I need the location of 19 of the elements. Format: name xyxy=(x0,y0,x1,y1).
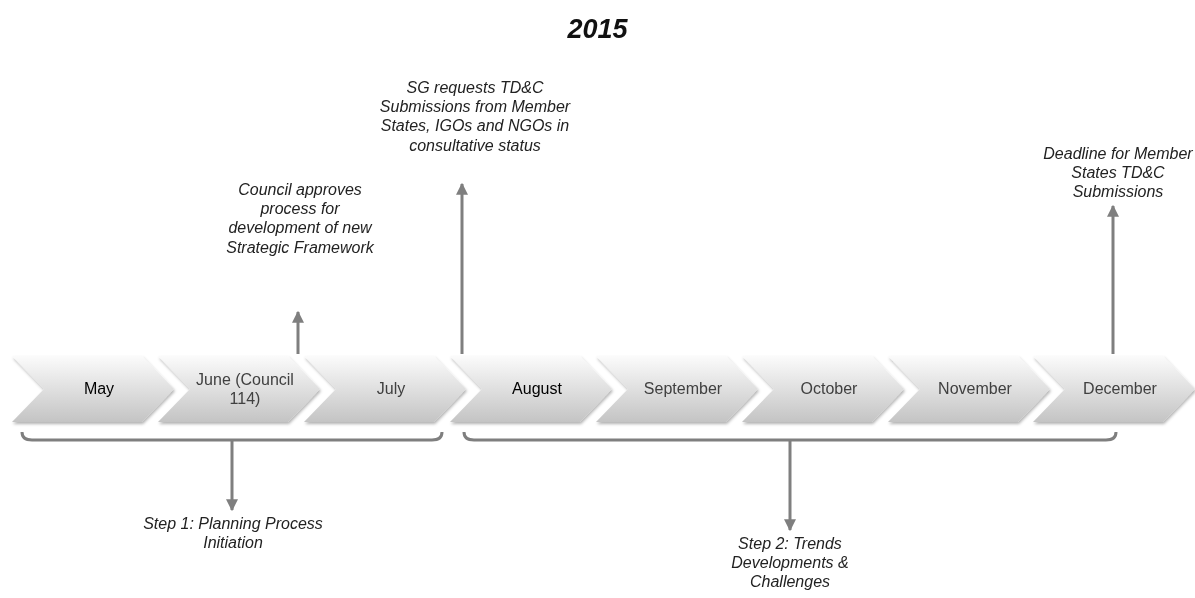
month-label: October xyxy=(800,379,858,399)
arrow xyxy=(1107,204,1119,354)
month-label: August xyxy=(512,379,562,399)
arrow xyxy=(456,182,468,354)
annotation-text: Step 1: Planning Process Initiation xyxy=(142,514,324,553)
month-label: June (Council 114) xyxy=(195,369,295,409)
arrow xyxy=(226,441,238,512)
month-label: December xyxy=(1083,379,1157,399)
arrow xyxy=(292,310,304,354)
month-label: September xyxy=(643,379,723,399)
arrow xyxy=(784,441,796,532)
annotation-text: SG requests TD&C Submissions from Member States, IGOs and NGOs in consultative status xyxy=(378,78,572,155)
diagram-title: 2015 xyxy=(566,14,629,45)
month-label: May xyxy=(83,379,115,399)
annotation-text: Step 2: Trends Developments & Challenges xyxy=(730,534,850,592)
month-label: November xyxy=(938,379,1012,399)
month-label: July xyxy=(376,379,406,399)
annotation-text: Deadline for Member States TD&C Submissions xyxy=(1042,144,1194,202)
annotation-text: Council approves process for development of new Strategic Framework xyxy=(225,180,375,257)
